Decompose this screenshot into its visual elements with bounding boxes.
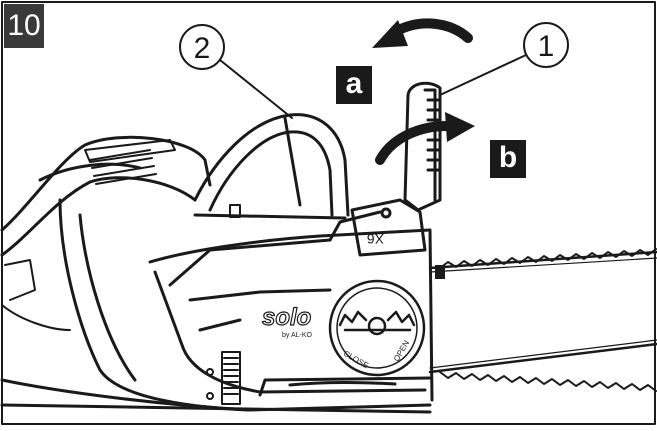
callout-2-label: 2 bbox=[194, 32, 211, 65]
direction-label-b: b bbox=[490, 140, 526, 178]
front-handle bbox=[193, 113, 350, 220]
callout-1-label: 1 bbox=[538, 30, 555, 63]
svg-text:X6: X6 bbox=[367, 231, 384, 247]
figure-number: 10 bbox=[4, 4, 44, 48]
direction-label-a: a bbox=[336, 66, 372, 104]
rear-housing bbox=[1, 259, 71, 331]
chain-brake-lever: X6 bbox=[350, 81, 442, 257]
dial-open-label: OPEN bbox=[392, 339, 411, 363]
arrow-b bbox=[375, 112, 475, 165]
callout-1: 1 bbox=[439, 22, 569, 96]
tension-dial bbox=[328, 279, 426, 377]
dial-close-label: CLOSE bbox=[342, 349, 370, 370]
vent-grille bbox=[84, 139, 176, 185]
chainsaw-body bbox=[0, 135, 434, 414]
brand-sub-logo: by AL-KO bbox=[282, 332, 313, 339]
guide-bar bbox=[428, 248, 657, 392]
arrow-a bbox=[372, 18, 473, 48]
brand-logo: solo bbox=[262, 304, 311, 331]
power-switch bbox=[206, 351, 241, 405]
callout-2: 2 bbox=[179, 24, 293, 119]
